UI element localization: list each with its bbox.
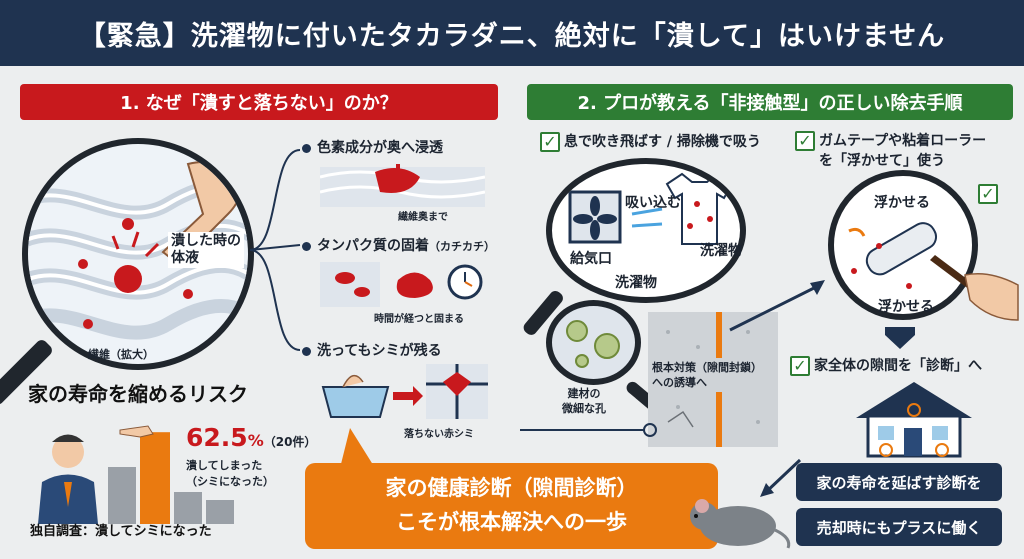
bar-grey-1: [108, 467, 136, 524]
point-3-caption: 落ちない赤シミ: [404, 429, 474, 440]
bar-grey-2: [174, 492, 202, 524]
callout-box: [305, 463, 718, 549]
point-1-caption: 繊維奥まで: [398, 212, 448, 223]
pointing-hand-icon: [119, 425, 154, 438]
arrow-to-pill: [760, 458, 802, 497]
crushed-fluid-label: 潰した時の 体液: [168, 232, 244, 268]
point-1-title: 色素成分が奥へ浸透: [302, 137, 443, 157]
bar-percent: [140, 432, 170, 524]
arrow-to-roller: [729, 280, 825, 332]
root-cause-label: 根本対策（隙間封鎖） への誘導へ: [650, 358, 764, 392]
hand-icon: [930, 255, 1019, 321]
arrow-icon: [393, 386, 423, 406]
step-2-label: ✓ガムテープや粘着ローラー を「浮かせて」使う: [795, 131, 986, 171]
vent-label: 吸い込む: [625, 195, 681, 211]
section-1-title: 1. なぜ「潰すと落ちない」のか？: [20, 84, 498, 120]
mite-icon: [183, 289, 193, 299]
checkbox-checked-icon: ✓: [790, 356, 810, 376]
vacuum-illustration: [568, 172, 734, 245]
arrow-from-pores: [520, 423, 657, 437]
callout-text: 家の健康診断（隙間診断） こそが根本解決への一歩: [385, 476, 638, 534]
point-2-caption: 時間が経つと固まる: [374, 314, 464, 325]
section-2-title: 2. プロが教える「非接触型」の正しい除去手順: [527, 84, 1013, 120]
step-1-label: ✓息で吹き飛ばす / 掃除機で吸う: [540, 131, 761, 152]
checkbox-checked-icon: ✓: [978, 184, 998, 204]
laundry-label-inner: 洗濯物: [615, 275, 657, 291]
checkbox-checked-icon: ✓: [795, 131, 815, 151]
protein-stain-illustration: [320, 262, 483, 307]
bar-grey-3: [206, 500, 234, 524]
crushed-mite-icon: [114, 265, 142, 293]
risk-chart: [38, 425, 234, 524]
pores-illustration: [566, 320, 620, 368]
lift-label-top: 浮かせる: [874, 195, 930, 211]
tshirt-icon: [665, 172, 734, 245]
fiber-stain-illustration: [320, 164, 485, 207]
benefit-pill-2: 売却時にもプラスに働く: [796, 508, 1002, 546]
risk-title: 家の寿命を縮めるリスク: [28, 382, 248, 406]
mite-icon: [122, 218, 134, 230]
point-2-title: タンパク質の固着（カチカチ）: [302, 235, 495, 255]
roller-magnifier: [828, 170, 978, 320]
checkbox-checked-icon: ✓: [540, 132, 560, 152]
intake-label: 給気口: [570, 251, 612, 267]
connector-lines: [249, 149, 301, 351]
lint-roller-icon: [865, 222, 938, 276]
bullet-icon: [302, 143, 311, 153]
stat-value: 62.5%（20件）: [186, 423, 317, 452]
fiber-label: 繊維（拡大）: [88, 348, 154, 361]
down-arrow-icon: [885, 327, 915, 349]
mite-icon: [78, 259, 88, 269]
rat-icon: [690, 499, 791, 549]
bullet-icon: [302, 241, 311, 251]
washing-illustration: [321, 364, 488, 419]
survey-label: 独自調査：潰してシミになった: [30, 524, 212, 539]
mite-icon: [83, 319, 93, 329]
stat-description: 潰してしまった （シミになった）: [186, 459, 274, 488]
pore-label: 建材の 微細な孔: [562, 387, 606, 415]
worried-person-icon: [52, 436, 84, 468]
vacuum-magnifier: [546, 158, 746, 303]
page-title: 【緊急】洗濯物に付いたタカラダニ、絶対に「潰して」はいけません: [0, 0, 1024, 66]
roller-illustration: [848, 222, 938, 289]
laundry-label-outer: 洗濯物: [700, 243, 742, 259]
house-icon: [856, 382, 972, 458]
point-3-title: 洗ってもシミが残る: [302, 340, 442, 360]
callout-pointer: [340, 428, 375, 468]
pores-magnifier: [546, 300, 641, 385]
bullet-icon: [302, 346, 311, 356]
diagnose-label: ✓家全体の隙間を「診断」へ: [790, 355, 982, 376]
lift-label-bottom: 浮かせる: [878, 299, 934, 315]
benefit-pill-1: 家の寿命を延ばす診断を: [796, 463, 1002, 501]
washbasin-icon: [321, 386, 390, 418]
